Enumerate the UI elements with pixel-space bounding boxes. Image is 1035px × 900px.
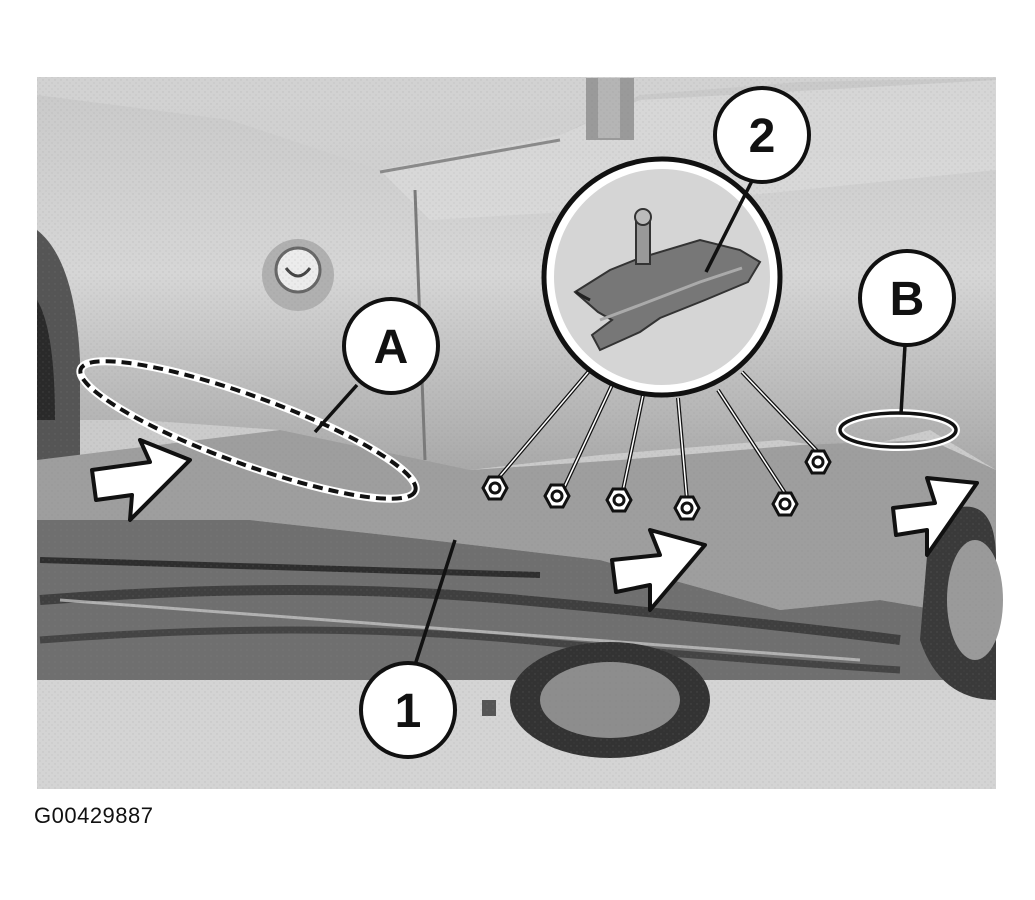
callout-2: 2 — [713, 86, 811, 184]
figure-id: G00429887 — [34, 803, 154, 828]
photo — [37, 77, 1003, 789]
nut-icon — [605, 487, 633, 513]
arrow-right — [891, 476, 979, 557]
svg-text:B: B — [890, 273, 925, 326]
area-a-outline — [76, 357, 420, 503]
arrow-left — [90, 438, 192, 522]
detail-magnifier — [541, 156, 783, 398]
nut-icon — [673, 495, 701, 521]
callout-b: B — [858, 249, 956, 347]
fastener-nuts — [481, 449, 832, 521]
area-b-outline — [836, 409, 960, 451]
nut-icon — [804, 449, 832, 475]
svg-text:A: A — [374, 321, 409, 374]
svg-text:2: 2 — [749, 110, 776, 163]
callout-a: A — [342, 297, 440, 395]
clip-detail — [573, 208, 762, 352]
svg-text:1: 1 — [395, 685, 422, 738]
nut-icon — [481, 475, 509, 501]
callout-leaders — [313, 174, 907, 666]
nut-icon — [771, 491, 799, 517]
arrow-middle — [610, 528, 707, 612]
callout-1: 1 — [359, 661, 457, 759]
nut-icon — [543, 483, 571, 509]
